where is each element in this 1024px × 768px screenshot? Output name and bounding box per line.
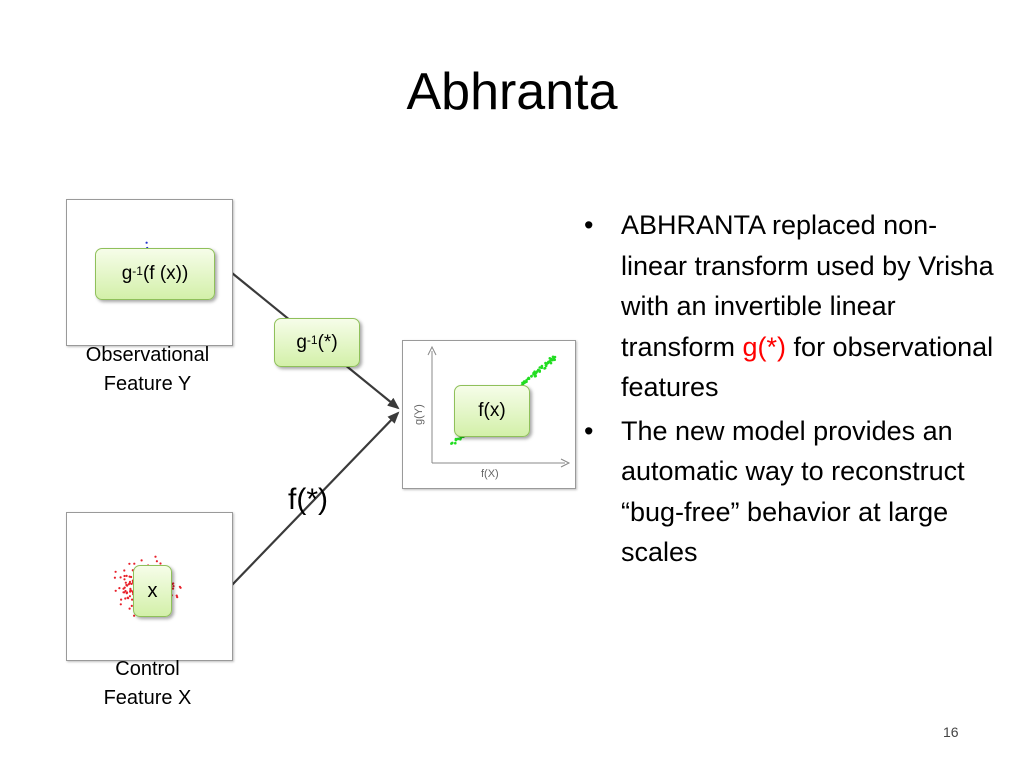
scatter-dot: [549, 361, 553, 365]
scatter-dot: [527, 377, 531, 381]
bullet-1-text: ABHRANTA replaced non-linear transform u…: [621, 210, 994, 362]
scatter-dot: [538, 369, 541, 372]
ginv-star-box: g-1(*): [274, 318, 360, 367]
scatter-dot: [123, 569, 126, 572]
scatter-dot: [130, 604, 133, 607]
scatter-dot: [172, 582, 175, 585]
scatter-dot: [123, 578, 126, 581]
scatter-dot: [179, 586, 182, 589]
scatter-dot: [172, 585, 175, 588]
scatter-dot: [544, 364, 548, 367]
scatter-dot: [538, 366, 542, 369]
scatter-dot: [454, 441, 457, 445]
scatter-dot: [455, 438, 458, 441]
scatter-dot: [155, 560, 158, 563]
scatter-dot: [145, 241, 148, 244]
arrow-control-to-plot: [231, 411, 400, 586]
scatter-dot: [545, 362, 549, 365]
scatter-dot: [114, 570, 117, 573]
bullet-item-2: The new model provides an automatic way …: [580, 411, 1000, 573]
bullet-1-highlight: g(*): [742, 331, 787, 362]
scatter-dot: [553, 358, 556, 362]
scatter-dot: [126, 584, 129, 587]
scatter-dot: [154, 555, 157, 558]
scatter-dot: [522, 381, 525, 385]
plot-x-axis-arrow: [560, 458, 571, 468]
control-caption: Control Feature X: [50, 655, 245, 713]
scatter-dot: [128, 595, 131, 598]
observational-caption: Observational Feature Y: [50, 341, 245, 399]
bullet-2-text: The new model provides an automatic way …: [621, 415, 965, 568]
scatter-dot: [128, 607, 131, 610]
scatter-dot: [133, 562, 136, 565]
scatter-dot: [129, 590, 132, 593]
control-caption-line2: Feature X: [103, 687, 192, 709]
scatter-dot: [123, 574, 126, 578]
observational-caption-line2: Feature Y: [103, 373, 192, 395]
scatter-dot: [533, 370, 536, 373]
observational-caption-line1: Observational: [85, 344, 210, 366]
ginv-fx-box: g-1(f (x)): [95, 248, 215, 300]
ginv-star-g: g: [296, 331, 307, 353]
scatter-dot: [124, 597, 127, 600]
scatter-dot: [549, 358, 553, 362]
ginv-fx-rest: (f (x)): [142, 263, 189, 284]
ginv-star-rest: (*): [317, 331, 338, 353]
scatter-dot: [113, 576, 116, 579]
plot-xlabel: f(X): [481, 468, 499, 480]
scatter-dot: [176, 596, 179, 599]
fx-box: f(x): [454, 385, 530, 437]
bullet-list: ABHRANTA replaced non-linear transform u…: [580, 205, 1000, 576]
scatter-dot: [128, 580, 132, 583]
scatter-dot: [125, 574, 128, 577]
scatter-dot: [140, 559, 143, 562]
scatter-dot: [543, 366, 547, 370]
scatter-dot: [119, 576, 122, 579]
scatter-dot: [123, 586, 126, 589]
scatter-dot: [126, 591, 129, 594]
scatter-dot: [128, 582, 131, 585]
ginv-fx-sup: -1: [132, 264, 143, 278]
bullet-1-text-after: for observational features: [621, 331, 994, 403]
control-caption-line1: Control: [115, 658, 180, 680]
scatter-dot: [128, 562, 131, 565]
scatter-dot: [525, 379, 528, 382]
scatter-dot: [118, 587, 121, 590]
scatter-dot: [450, 442, 453, 445]
scatter-dot: [530, 375, 533, 378]
ginv-star-sup: -1: [306, 332, 318, 347]
scatter-dot: [159, 562, 162, 565]
scatter-dot: [533, 374, 537, 378]
scatter-dot: [129, 587, 132, 590]
scatter-dot: [552, 356, 556, 359]
scatter-dot: [540, 366, 544, 369]
bullet-item-1: ABHRANTA replaced non-linear transform u…: [580, 205, 1000, 408]
scatter-dot: [131, 598, 134, 601]
scatter-dot: [122, 591, 125, 594]
scatter-dot: [127, 597, 130, 600]
x-box: x: [133, 565, 172, 617]
plot-ylabel: g(Y): [413, 404, 425, 425]
plot-y-axis-arrow: [427, 345, 437, 356]
scatter-dot: [114, 589, 117, 592]
scatter-dot: [171, 587, 175, 590]
scatter-dot: [124, 589, 127, 593]
page-number: 16: [943, 724, 959, 740]
scatter-dot: [120, 598, 123, 601]
scatter-dot: [119, 603, 122, 606]
scatter-dot: [130, 582, 133, 585]
f-star-label: f(*): [288, 483, 328, 516]
ginv-fx-g: g: [121, 263, 133, 284]
scatter-dot: [124, 581, 127, 584]
scatter-dot: [130, 575, 133, 579]
slide-title: Abhranta: [406, 63, 618, 121]
scatter-dot: [532, 372, 535, 376]
